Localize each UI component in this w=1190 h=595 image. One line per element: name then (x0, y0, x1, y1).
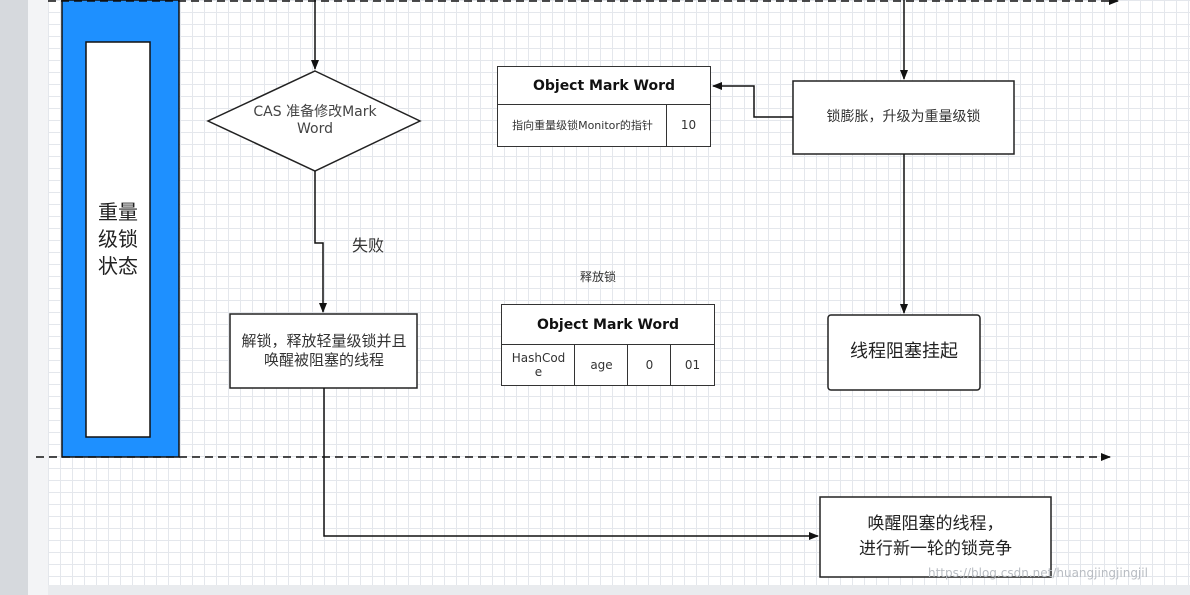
release-lock-label: 释放锁 (579, 269, 616, 284)
unlocked-markword-biased: 0 (627, 344, 672, 386)
unlocked-markword-bits: 01 (670, 344, 715, 386)
heavy-markword-pointer: 指向重量级锁Monitor的指针 (497, 104, 668, 147)
unlock-wake-label: 解锁，释放轻量级锁并且唤醒被阻塞的线程 (241, 332, 407, 369)
state-panel-inner (85, 41, 151, 438)
wake-compete-box (819, 496, 1052, 578)
fail-edge-label: 失败 (351, 236, 384, 255)
cas-decision-label: CAS 准备修改Mark Word (253, 103, 377, 138)
unlocked-markword-title: Object Mark Word (501, 304, 715, 346)
unlocked-markword-age: age (574, 344, 629, 386)
arrow-fail (314, 171, 327, 313)
inflate-label: 锁膨胀，升级为重量级锁 (826, 108, 981, 125)
arrow-unlock-to-wake (323, 388, 819, 540)
watermark: https://blog.csdn.net/huangjingjingjil (928, 566, 1148, 580)
heavy-markword-title: Object Mark Word (497, 66, 711, 106)
window-edge (0, 0, 28, 595)
wake-compete-label: 唤醒阻塞的线程， 进行新一轮的锁竞争 (859, 514, 1012, 559)
block-label: 线程阻塞挂起 (850, 341, 958, 363)
window-gutter (28, 0, 48, 595)
unlocked-markword-hash: HashCode (501, 344, 576, 386)
heavy-markword-bits: 10 (666, 104, 711, 147)
arrow-inflate-to-markword (712, 82, 793, 118)
block-box (827, 314, 981, 391)
state-panel-label: 重量 级锁 状态 (98, 200, 138, 278)
